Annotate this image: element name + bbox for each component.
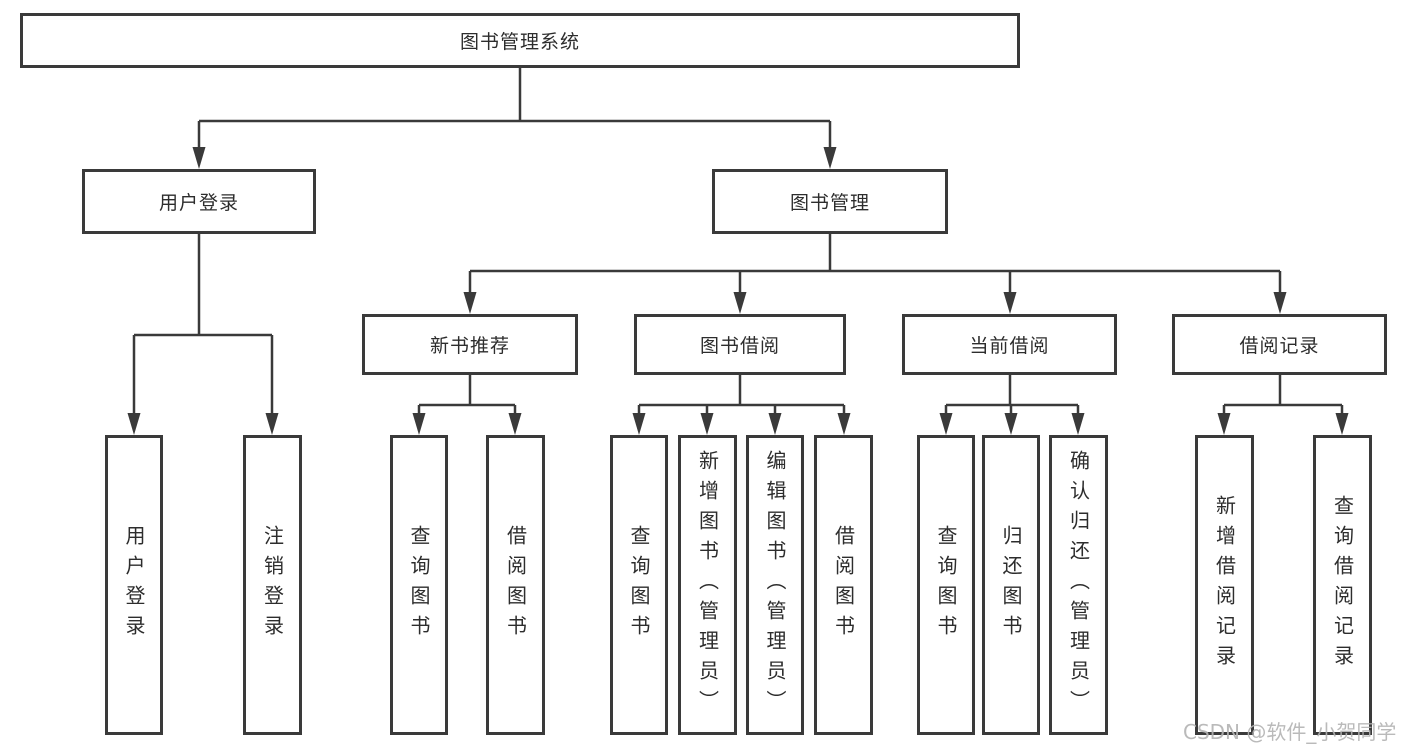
leaf-logout: 注销登录: [243, 435, 302, 735]
node-user-login: 用户登录: [82, 169, 316, 234]
leaf-borrow-books: 借阅图书: [814, 435, 873, 735]
node-book-borrow: 图书借阅: [634, 314, 846, 375]
leaf-add-borrow-record: 新增借阅记录: [1195, 435, 1254, 735]
leaf-borrow-books-recommend: 借阅图书: [486, 435, 545, 735]
leaf-edit-books-admin: 编辑图书（管理员）: [746, 435, 804, 735]
node-new-book-recommend: 新书推荐: [362, 314, 578, 375]
node-current-borrow: 当前借阅: [902, 314, 1117, 375]
leaf-query-borrow-record: 查询借阅记录: [1313, 435, 1372, 735]
leaf-user-login: 用户登录: [105, 435, 163, 735]
leaf-add-books-admin: 新增图书（管理员）: [678, 435, 737, 735]
csdn-watermark: CSDN @软件_小贺同学: [1183, 720, 1397, 744]
leaf-query-books-recommend: 查询图书: [390, 435, 448, 735]
node-book-management: 图书管理: [712, 169, 948, 234]
leaf-query-books-current: 查询图书: [917, 435, 975, 735]
leaf-query-books-borrow: 查询图书: [610, 435, 668, 735]
leaf-return-books: 归还图书: [982, 435, 1040, 735]
node-system-root: 图书管理系统: [20, 13, 1020, 68]
leaf-confirm-return-admin: 确认归还（管理员）: [1049, 435, 1108, 735]
node-borrow-records: 借阅记录: [1172, 314, 1387, 375]
